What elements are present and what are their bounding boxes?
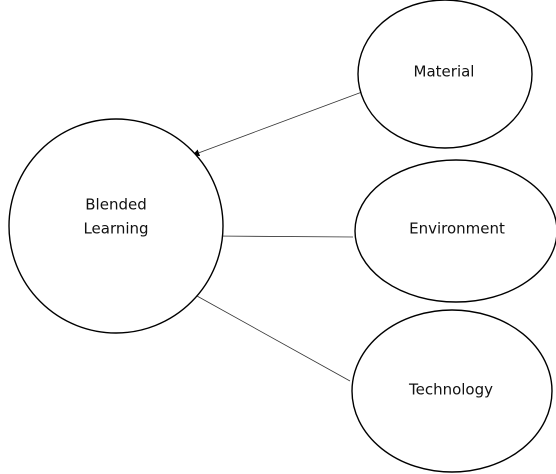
material-node: Material (357, 0, 533, 149)
edge-technology-to-blended-learning (187, 290, 351, 382)
blended-learning-circle (8, 118, 224, 334)
edge-material-to-blended-learning (192, 91, 363, 157)
environment-label: Environment (409, 220, 505, 238)
edge-environment-to-blended-learning (213, 232, 354, 240)
blended-learning-label-line2: Learning (83, 220, 148, 238)
technology-label: Technology (408, 381, 493, 399)
environment-ellipse (354, 159, 556, 303)
blended-learning-node: Blended Learning (8, 118, 224, 334)
material-label: Material (414, 63, 475, 81)
material-ellipse (357, 0, 533, 149)
environment-node: Environment (354, 159, 556, 303)
blended-learning-label-line1: Blended (85, 196, 146, 214)
technology-node: Technology (351, 309, 553, 473)
technology-ellipse (351, 309, 553, 473)
